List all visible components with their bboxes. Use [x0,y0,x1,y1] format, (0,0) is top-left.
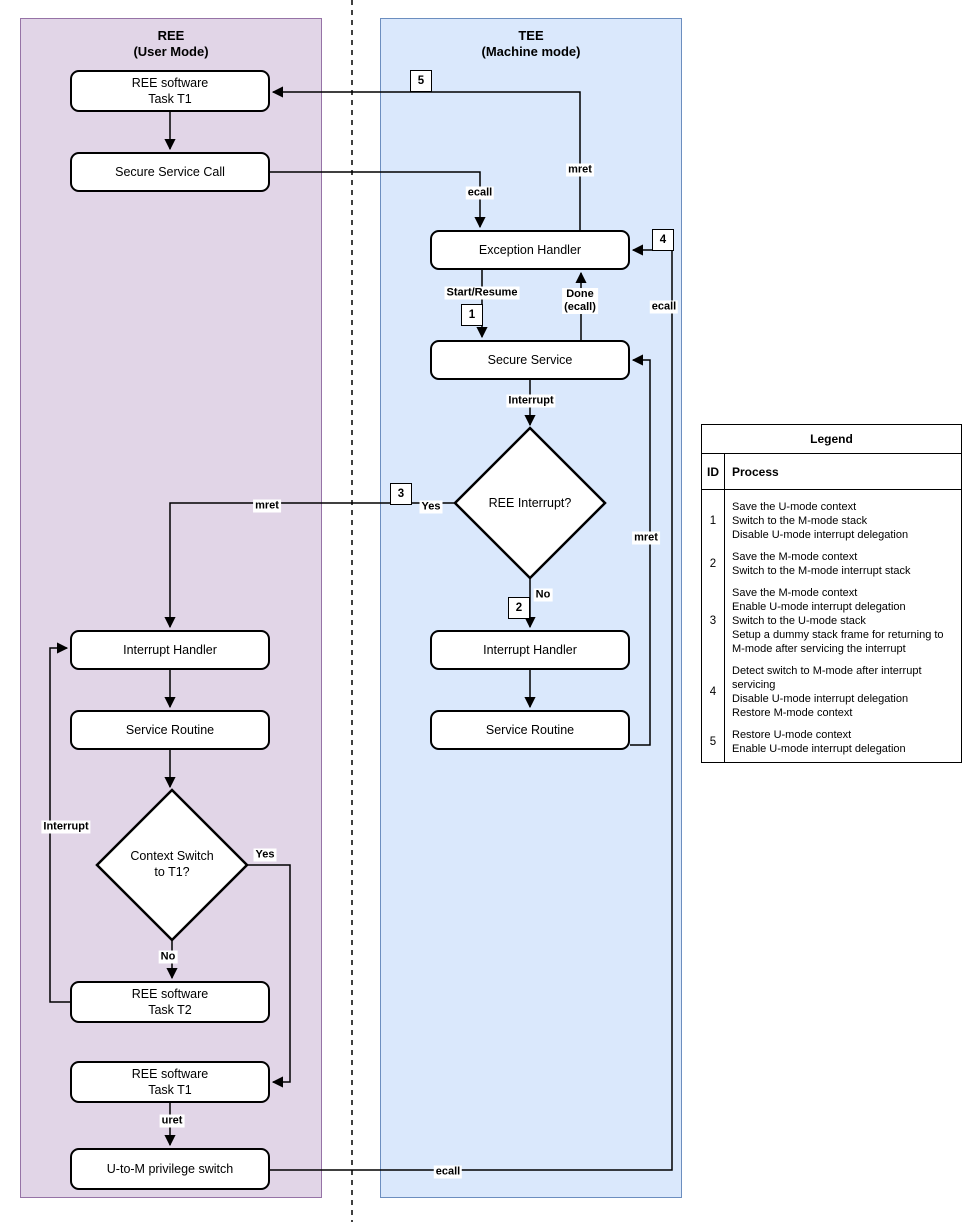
legend-table: Legend ID Process 1 Save the U-mode cont… [701,424,962,763]
edge-ssc-ecall-to-exception [270,171,486,229]
edge-label-mret-top: mret [566,163,594,177]
legend-row: 2 Save the M-mode context Switch to the … [702,542,961,578]
edge-label-yes-tee: Yes [419,500,443,514]
legend-row: 1 Save the U-mode context Switch to the … [702,492,961,542]
legend-row-id: 5 [709,736,717,748]
legend-header-row: ID Process [702,454,961,490]
legend-row: 4 Detect switch to M-mode after interrup… [702,656,961,720]
edge-label-no-ree: No [158,950,178,964]
node-tee-interrupt-handler: Interrupt Handler [430,630,630,670]
edge-label-yes-ree: Yes [253,848,277,862]
legend-row-process: Save the M-mode context Enable U-mode in… [732,587,944,655]
legend-row: 5 Restore U-mode context Enable U-mode i… [702,720,961,756]
ree-lane-title: REE (User Mode) [133,28,209,59]
edge-label-ecall-right: ecall [649,300,679,314]
legend-row-id: 4 [709,686,717,698]
step-badge-4: 4 [652,229,674,251]
legend-row-process: Save the M-mode context Switch to the M-… [732,551,911,577]
node-secure-service-call: Secure Service Call [70,152,270,192]
edge-exception-mret-to-task1 [271,86,581,230]
edge-label-interrupt-ree: Interrupt [41,820,91,834]
legend-row-id: 3 [709,615,717,627]
edge-label-interrupt-tee: Interrupt [506,394,556,408]
node-ree-task-t1-bottom: REE software Task T1 [70,1061,270,1103]
tee-lane-title: TEE (Machine mode) [481,28,581,59]
step-badge-1: 1 [461,304,483,326]
edge-label-uret: uret [159,1114,185,1128]
node-secure-service: Secure Service [430,340,630,380]
label-ree-interrupt-diamond: REE Interrupt? [488,496,572,510]
node-ree-task-t1-top: REE software Task T1 [70,70,270,112]
edge-label-start-resume: Start/Resume [444,286,520,300]
node-ree-service-routine: Service Routine [70,710,270,750]
edge-label-mret-right: mret [632,531,660,545]
legend-body: 1 Save the U-mode context Switch to the … [702,454,961,762]
legend-row-process: Restore U-mode context Enable U-mode int… [732,729,906,755]
tee-lane: TEE (Machine mode) [380,18,682,1198]
legend-row-process: Save the U-mode context Switch to the M-… [732,501,909,541]
legend-col-process: Process [732,464,779,479]
node-u-to-m-privilege-switch: U-to-M privilege switch [70,1148,270,1190]
legend-row-process: Detect switch to M-mode after interrupt … [732,665,922,719]
label-context-switch-diamond: Context Switch to T1? [130,849,214,879]
tee-ree-interrupt-diamond [453,426,607,580]
legend-row-id: 2 [709,558,717,570]
edge-label-done-ecall: Done (ecall) [562,288,598,314]
edge-tee-routine-mret-to-secure-service [630,354,651,746]
step-badge-2: 2 [508,597,530,619]
edge-label-mret-left: mret [253,499,281,513]
legend-col-id: ID [707,464,719,479]
edge-diamond-yes-to-task1-bottom [247,864,291,1088]
node-ree-interrupt-handler: Interrupt Handler [70,630,270,670]
edge-diamond-yes-mret-to-ree-handler [164,502,455,629]
edge-label-no-tee: No [533,588,553,602]
legend-row-id: 1 [709,515,717,527]
step-badge-5: 5 [410,70,432,92]
edge-label-ecall-top: ecall [465,186,495,200]
step-badge-3: 3 [390,483,412,505]
ree-context-switch-diamond [95,788,249,942]
node-ree-task-t2: REE software Task T2 [70,981,270,1023]
edge-label-ecall-bottom: ecall [433,1165,463,1179]
node-tee-service-routine: Service Routine [430,710,630,750]
node-exception-handler: Exception Handler [430,230,630,270]
legend-title: Legend [702,425,961,454]
legend-row: 3 Save the M-mode context Enable U-mode … [702,578,961,656]
